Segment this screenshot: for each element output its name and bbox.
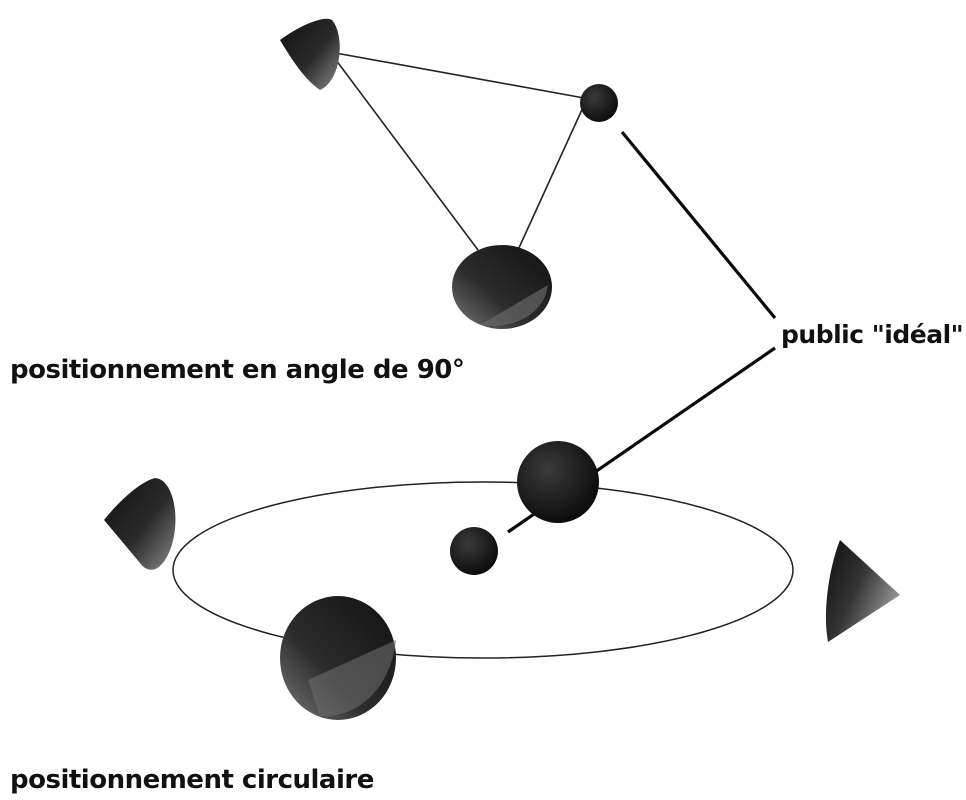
listener-sphere-small xyxy=(450,527,498,575)
label-circular-setup: positionnement circulaire xyxy=(10,765,374,795)
cone-highlight-circle-bottom xyxy=(308,640,396,717)
pointer-line-to-label-upper xyxy=(620,130,777,320)
circular-ring xyxy=(172,481,794,659)
listener-sphere-large xyxy=(517,441,599,523)
speaker-cone-top-left xyxy=(280,18,340,91)
label-angle-setup: positionnement en angle de 90° xyxy=(10,355,465,385)
link-line-left-to-bottom-speaker xyxy=(329,51,479,251)
circular-setup-group xyxy=(104,441,900,720)
listener-sphere-top xyxy=(580,84,618,122)
speaker-cone-circle-left xyxy=(104,478,176,570)
label-ideal-audience: public "idéal" xyxy=(781,320,964,349)
link-line-listener-to-bottom-speaker xyxy=(517,102,586,251)
speaker-cone-circle-right xyxy=(825,540,900,642)
link-line-left-to-listener xyxy=(329,51,596,101)
cone-highlight-top-bottom xyxy=(480,285,548,326)
angle-setup-group xyxy=(280,18,618,329)
